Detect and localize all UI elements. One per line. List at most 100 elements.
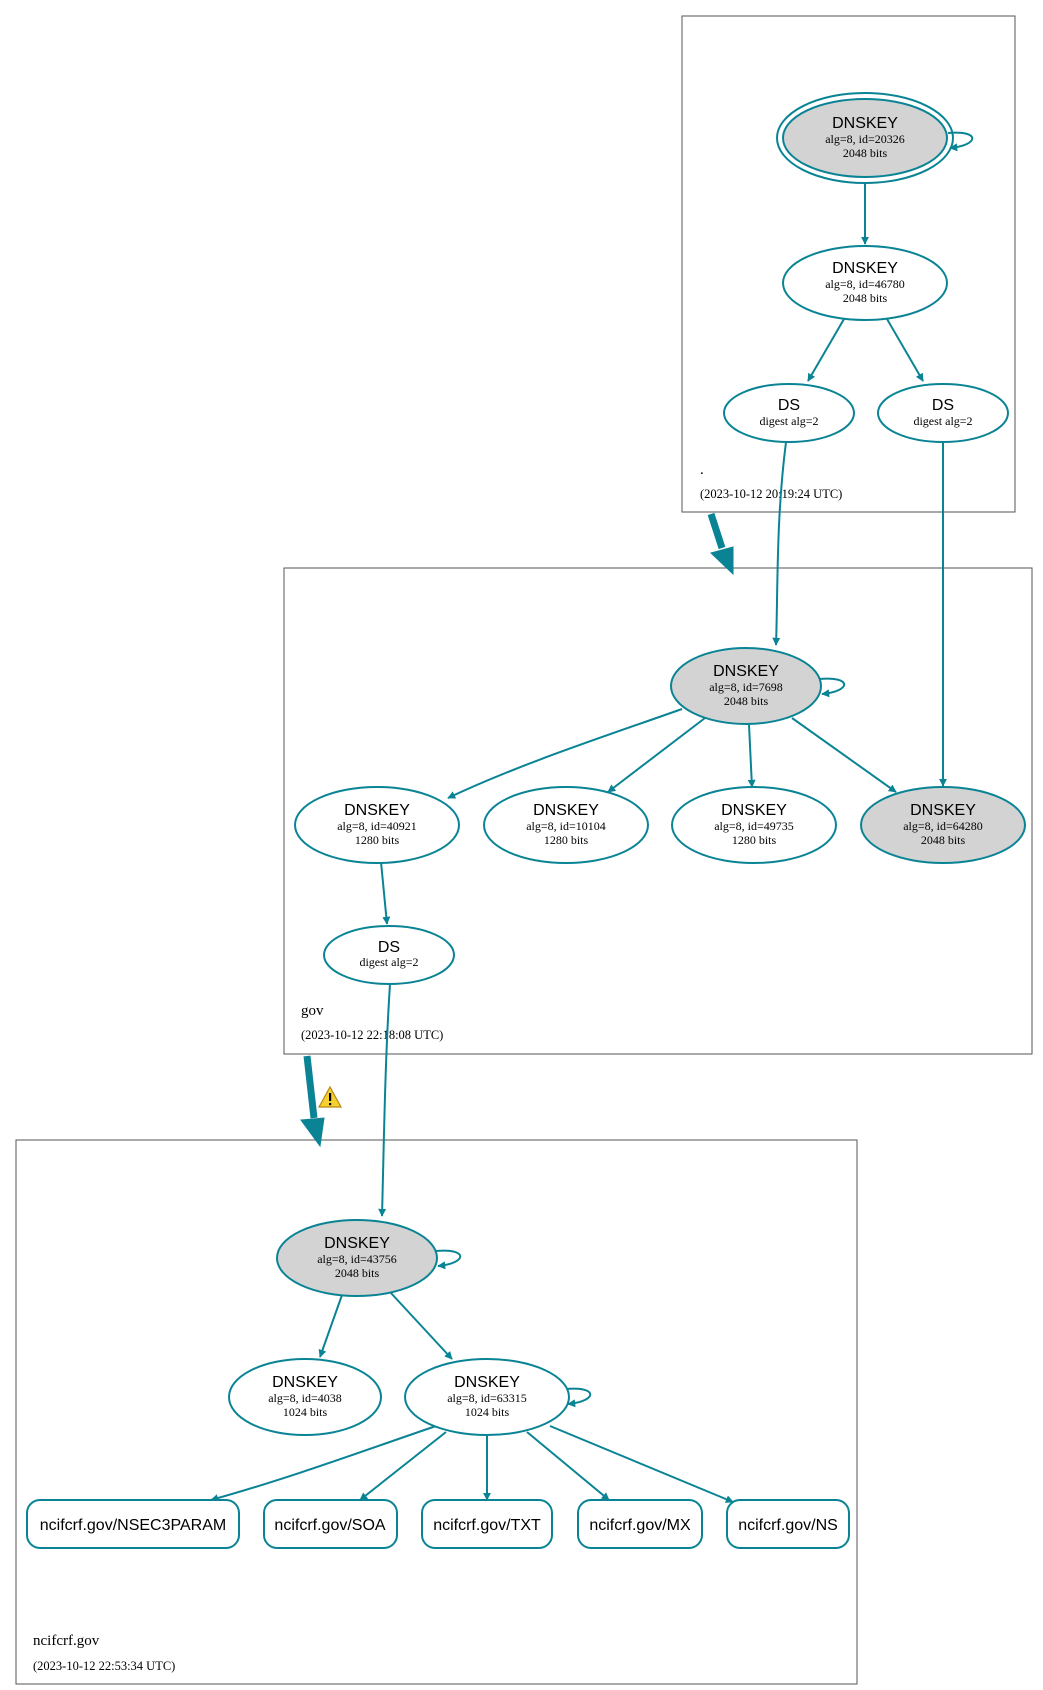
node-type: DS: [932, 397, 954, 414]
node-ncifcrf-key-63315: DNSKEY alg=8, id=63315 1024 bits: [404, 1358, 570, 1436]
node-shape: [670, 647, 822, 725]
node-alg-id: alg=8, id=46780: [825, 277, 905, 291]
edge-nci-ksk-to-key4038: [318, 1294, 343, 1358]
node-root-ds-2: DS digest alg=2: [877, 383, 1009, 443]
zone-ncifcrf-time: (2023-10-12 22:53:34 UTC): [33, 1659, 175, 1673]
node-type: DNSKEY: [832, 260, 898, 277]
zone-root-time: (2023-10-12 20:19:24 UTC): [700, 487, 842, 501]
node-shape: [671, 786, 837, 864]
node-bits: 1024 bits: [283, 1405, 328, 1419]
node-alg-id: alg=8, id=49735: [714, 819, 794, 833]
node-alg-id: alg=8, id=43756: [317, 1252, 397, 1266]
node-bits: 2048 bits: [921, 833, 966, 847]
self-loop-gov-ksk: [818, 677, 845, 698]
node-bits: 2048 bits: [843, 146, 888, 160]
node-digest: digest alg=2: [759, 414, 818, 428]
node-shape: [404, 1358, 570, 1436]
rrset-ns: ncifcrf.gov/NS: [726, 1499, 850, 1549]
node-shape: [26, 1499, 240, 1549]
rrset-label: ncifcrf.gov/NSEC3PARAM: [40, 1517, 226, 1534]
node-alg-id: alg=8, id=4038: [268, 1391, 342, 1405]
node-shape: [483, 786, 649, 864]
zone-ncifcrf-name: ncifcrf.gov: [33, 1633, 100, 1649]
node-digest: digest alg=2: [359, 955, 418, 969]
node-type: DNSKEY: [272, 1374, 338, 1391]
zone-gov-time: (2023-10-12 22:18:08 UTC): [301, 1028, 443, 1042]
node-gov-key-10104: DNSKEY alg=8, id=10104 1280 bits: [483, 786, 649, 864]
delegation-gov-to-ncifcrf: [300, 1055, 325, 1148]
node-shape: [294, 786, 460, 864]
rrset-label: ncifcrf.gov/TXT: [433, 1517, 541, 1534]
node-gov-key-49735: DNSKEY alg=8, id=49735 1280 bits: [671, 786, 837, 864]
node-bits: 2048 bits: [335, 1266, 380, 1280]
node-shape: [577, 1499, 703, 1549]
edge-root-zsk-to-ds1: [807, 318, 845, 382]
node-type: DS: [778, 397, 800, 414]
node-shape: [421, 1499, 553, 1549]
node-alg-id: alg=8, id=64280: [903, 819, 983, 833]
edge-gov-ksk-to-key49735: [747, 724, 756, 788]
node-alg-id: alg=8, id=10104: [526, 819, 606, 833]
self-loop-ncifcrf-key63315: [565, 1387, 592, 1408]
delegation-arrowhead: [300, 1117, 325, 1148]
node-type: DNSKEY: [721, 802, 787, 819]
node-shape: [782, 245, 948, 321]
node-alg-id: alg=8, id=20326: [825, 132, 905, 146]
node-gov-key-64280: DNSKEY alg=8, id=64280 2048 bits: [860, 786, 1026, 864]
node-shape: [877, 383, 1009, 443]
node-type: DNSKEY: [713, 663, 779, 680]
node-shape: [860, 786, 1026, 864]
zone-root-name: .: [700, 462, 704, 478]
edge-nci-ksk-to-key63315: [389, 1291, 453, 1360]
rrset-label: ncifcrf.gov/SOA: [274, 1517, 385, 1534]
delegation-shaft: [707, 512, 726, 550]
node-root-ksk: DNSKEY alg=8, id=20326 2048 bits: [776, 92, 954, 184]
node-bits: 1280 bits: [732, 833, 777, 847]
rrset-label: ncifcrf.gov/MX: [589, 1517, 691, 1534]
node-shape: [782, 98, 948, 178]
node-type: DNSKEY: [910, 802, 976, 819]
node-gov-ksk-7698: DNSKEY alg=8, id=7698 2048 bits: [670, 647, 822, 725]
node-bits: 1280 bits: [544, 833, 589, 847]
node-ncifcrf-ksk-43756: DNSKEY alg=8, id=43756 2048 bits: [276, 1219, 438, 1297]
edge-key63315-to-mx: [526, 1431, 610, 1501]
edge-gov-ksk-to-key40921: [447, 708, 683, 799]
node-bits: 2048 bits: [724, 694, 769, 708]
delegation-shaft: [303, 1055, 318, 1119]
edge-gov-ksk-to-key64280: [791, 717, 897, 793]
node-ncifcrf-key-4038: DNSKEY alg=8, id=4038 1024 bits: [228, 1358, 382, 1436]
node-type: DNSKEY: [454, 1374, 520, 1391]
node-type: DNSKEY: [324, 1235, 390, 1252]
node-type: DNSKEY: [533, 802, 599, 819]
node-shape: [323, 925, 455, 985]
rrset-txt: ncifcrf.gov/TXT: [421, 1499, 553, 1549]
node-type: DS: [378, 939, 400, 956]
zone-gov-box: [283, 567, 1033, 1055]
node-shape: [276, 1219, 438, 1297]
delegation-root-to-gov: [707, 512, 734, 576]
node-alg-id: alg=8, id=7698: [709, 680, 783, 694]
node-gov-key-40921: DNSKEY alg=8, id=40921 1280 bits: [294, 786, 460, 864]
node-alg-id: alg=8, id=40921: [337, 819, 417, 833]
node-shape: [263, 1499, 398, 1549]
node-alg-id: alg=8, id=63315: [447, 1391, 527, 1405]
node-bits: 1280 bits: [355, 833, 400, 847]
edge-key63315-to-ns: [549, 1425, 734, 1503]
rrset-label: ncifcrf.gov/NS: [738, 1517, 838, 1534]
node-bits: 1024 bits: [465, 1405, 510, 1419]
self-loop-ncifcrf-ksk: [435, 1249, 462, 1270]
edge-key63315-to-nsec3param: [210, 1425, 437, 1502]
node-shape: [228, 1358, 382, 1436]
edge-gov-ksk-to-key10104: [607, 717, 706, 793]
trust-anchor-ring: [776, 92, 954, 184]
zone-gov-name: gov: [301, 1003, 324, 1019]
node-shape: [726, 1499, 850, 1549]
rrset-soa: ncifcrf.gov/SOA: [263, 1499, 398, 1549]
zone-ncifcrf-box: [15, 1139, 858, 1685]
edge-root-ds1-to-gov-ksk: [772, 441, 787, 646]
node-digest: digest alg=2: [913, 414, 972, 428]
warning-icon: [317, 1085, 343, 1108]
edge-gov-key40921-to-ds: [380, 861, 391, 925]
self-loop-root-ksk: [947, 131, 974, 152]
